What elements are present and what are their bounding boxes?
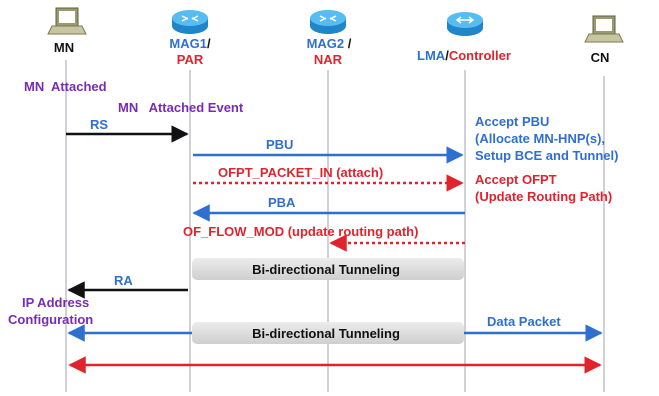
event-mn-attached: MN Attached [24,79,107,94]
svg-text:Setup BCE and Tunnel): Setup BCE and Tunnel) [475,148,618,163]
svg-text:Accept OFPT: Accept OFPT [475,172,557,187]
svg-text:Accept PBU: Accept PBU [475,114,549,129]
message-ra-label: RA [114,273,133,288]
tunnel-label-2: Bi-directional Tunneling [252,326,400,341]
laptop-icon [47,7,87,35]
tunnel-label-1: Bi-directional Tunneling [252,262,400,277]
node-label-mn: MN [54,40,74,55]
tunnel-box-1 [192,258,464,280]
event-mn-attached-event: MN Attached Event [118,100,244,115]
tunnel-box-2 [192,322,464,344]
message-pba-label: PBA [268,195,296,210]
event-ip-config: IP Address Configuration [8,295,93,327]
message-flow-mod-label: OF_FLOW_MOD (update routing path) [183,224,418,239]
message-rs-label: RS [90,117,108,132]
event-accept-pbu: Accept PBU (Allocate MN-HNP(s), Setup BC… [475,114,618,163]
router-icon [447,12,483,36]
router-icon [310,10,346,34]
message-pbu-label: PBU [266,137,293,152]
node-label-lma: LMA/Controller [417,48,511,63]
svg-text:(Update Routing Path): (Update Routing Path) [475,189,612,204]
router-icon [172,10,208,34]
lifelines [65,60,605,392]
node-label-cn: CN [591,50,610,65]
svg-text:IP Address: IP Address [22,295,89,310]
node-label-mag1: MAG1/ [169,36,211,51]
node-label-nar: NAR [314,52,343,67]
laptop-icon [584,15,624,43]
node-label-par: PAR [177,52,204,67]
svg-text:(Allocate MN-HNP(s),: (Allocate MN-HNP(s), [475,131,605,146]
message-ofpt-label: OFPT_PACKET_IN (attach) [218,165,383,180]
svg-text:Configuration: Configuration [8,312,93,327]
data-packet-label: Data Packet [487,314,561,329]
event-accept-ofpt: Accept OFPT (Update Routing Path) [475,172,612,204]
node-label-mag2: MAG2 / [307,36,352,51]
